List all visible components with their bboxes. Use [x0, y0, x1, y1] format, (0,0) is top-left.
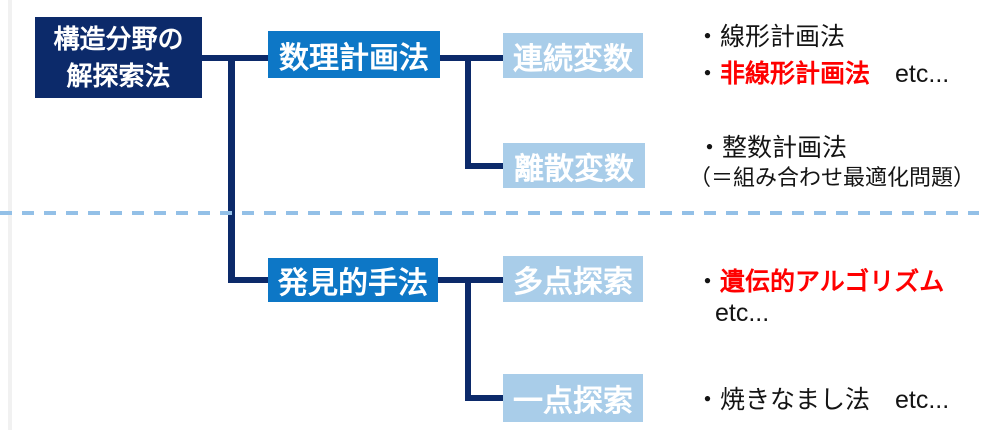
- annotation-text: ・線形計画法: [695, 23, 846, 51]
- annotation-highlight-text: 遺伝的アルゴリズム: [720, 268, 945, 296]
- leaf-node-discrete-variables: 離散変数: [503, 143, 645, 188]
- annotation-line-genetic-algorithm: ・遺伝的アルゴリズム: [695, 267, 944, 298]
- annotation-text: （＝組み合わせ最適化問題）: [689, 165, 976, 190]
- leaf-node-label: 多点探索: [513, 266, 633, 299]
- connector-heuristic-to-singlepoint: [465, 395, 507, 401]
- branch-node-heuristic-methods: 発見的手法: [268, 258, 438, 302]
- connector-math-to-discrete: [465, 163, 507, 169]
- annotation-text: ・整数計画法: [697, 134, 848, 162]
- leaf-node-singlepoint-search: 一点探索: [503, 374, 643, 422]
- annotation-highlight-text: 非線形計画法: [720, 60, 871, 88]
- annotation-text: etc...: [870, 60, 950, 88]
- annotation-text: ・焼きなまし法 etc...: [695, 386, 950, 414]
- leaf-node-label: 連続変数: [513, 42, 633, 76]
- annotation-multipoint-methods: ・遺伝的アルゴリズム etc...: [695, 267, 944, 329]
- annotation-continuous-methods: ・線形計画法 ・非線形計画法 etc...: [695, 19, 949, 93]
- annotation-line-nonlinear-programming: ・非線形計画法 etc...: [695, 56, 949, 93]
- leaf-node-continuous-variables: 連続変数: [503, 33, 643, 78]
- annotation-line-simulated-annealing: ・焼きなまし法 etc...: [695, 385, 949, 416]
- connector-math-vertical: [465, 55, 471, 169]
- annotation-line-etc: etc...: [695, 298, 944, 329]
- connector-trunk-to-heuristic: [228, 277, 272, 283]
- root-node-label-line1: 構造分野の: [53, 23, 184, 54]
- annotation-bullet: ・: [695, 60, 721, 88]
- branch-node-mathematical-programming: 数理計画法: [268, 31, 440, 78]
- leaf-node-multipoint-search: 多点探索: [503, 256, 643, 302]
- annotation-text: etc...: [715, 299, 770, 327]
- branch-node-label: 数理計画法: [279, 41, 429, 75]
- connector-trunk-vertical: [228, 55, 235, 283]
- slide-edge-line: [8, 0, 12, 430]
- annotation-discrete-methods: ・整数計画法 （＝組み合わせ最適化問題）: [689, 134, 975, 192]
- section-divider-dashed-line: [0, 211, 979, 215]
- leaf-node-label: 一点探索: [513, 385, 633, 418]
- annotation-singlepoint-methods: ・焼きなまし法 etc...: [695, 385, 949, 416]
- connector-root-to-trunk: [200, 55, 270, 61]
- connector-heuristic-vertical: [465, 277, 471, 401]
- annotation-line-integer-programming: ・整数計画法: [689, 134, 975, 163]
- root-node-solution-search: 構造分野の 解探索法: [35, 17, 202, 98]
- annotation-line-combinatorial-optimization: （＝組み合わせ最適化問題）: [689, 163, 975, 192]
- branch-node-label: 発見的手法: [278, 267, 428, 300]
- root-node-label-line2: 解探索法: [66, 60, 171, 91]
- leaf-node-label: 離散変数: [514, 152, 634, 186]
- connector-math-to-continuous: [438, 55, 505, 61]
- annotation-line-linear-programming: ・線形計画法: [695, 19, 949, 56]
- annotation-bullet: ・: [695, 268, 721, 296]
